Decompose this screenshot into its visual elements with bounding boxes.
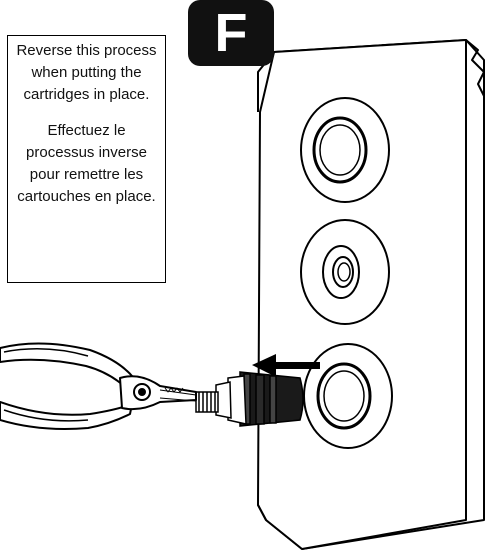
instruction-note: Reverse this process when putting the ca… xyxy=(7,35,166,283)
note-line: cartridges in place. xyxy=(23,86,150,103)
note-line: processus inverse xyxy=(26,144,147,161)
valve-hole-middle xyxy=(300,219,390,325)
valve-hole-top xyxy=(300,97,390,203)
cartridge-icon xyxy=(195,371,304,427)
note-english: Reverse this process when putting the ca… xyxy=(10,40,163,106)
wall-panel xyxy=(257,39,485,550)
note-line: when putting the xyxy=(31,64,142,81)
arrow-left-icon xyxy=(252,354,320,377)
note-line: Reverse this process xyxy=(16,42,157,59)
note-line: cartouches en place. xyxy=(17,188,156,205)
note-line: pour remettre les xyxy=(29,166,144,183)
note-line: Effectuez le xyxy=(47,122,126,139)
step-badge: F xyxy=(188,0,274,66)
valve-hole-bottom xyxy=(303,343,393,449)
note-french: Effectuez le processus inverse pour reme… xyxy=(10,120,163,208)
pliers-icon xyxy=(0,342,197,430)
